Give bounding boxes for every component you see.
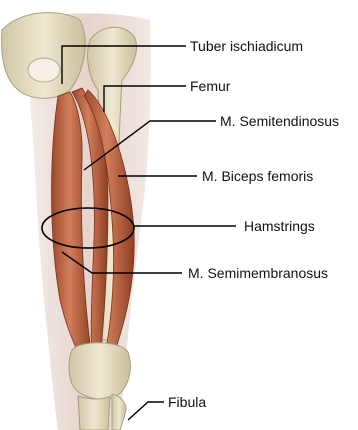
leader-fibula [128, 402, 164, 420]
label-semimembranosus: M. Semimembranosus [188, 265, 328, 281]
pelvis-bone [2, 13, 86, 99]
label-biceps-femoris: M. Biceps femoris [202, 168, 313, 184]
label-fibula: Fibula [168, 394, 206, 410]
label-femur: Femur [190, 78, 231, 94]
knee-joint [69, 343, 130, 400]
label-hamstrings: Hamstrings [244, 218, 315, 234]
fibula-bone [112, 394, 126, 430]
label-tuber-ischiadicum: Tuber ischiadicum [190, 38, 303, 54]
label-semitendinosus: M. Semitendinosus [220, 113, 339, 129]
obturator-foramen [28, 58, 60, 82]
tibia-bone [78, 396, 110, 430]
